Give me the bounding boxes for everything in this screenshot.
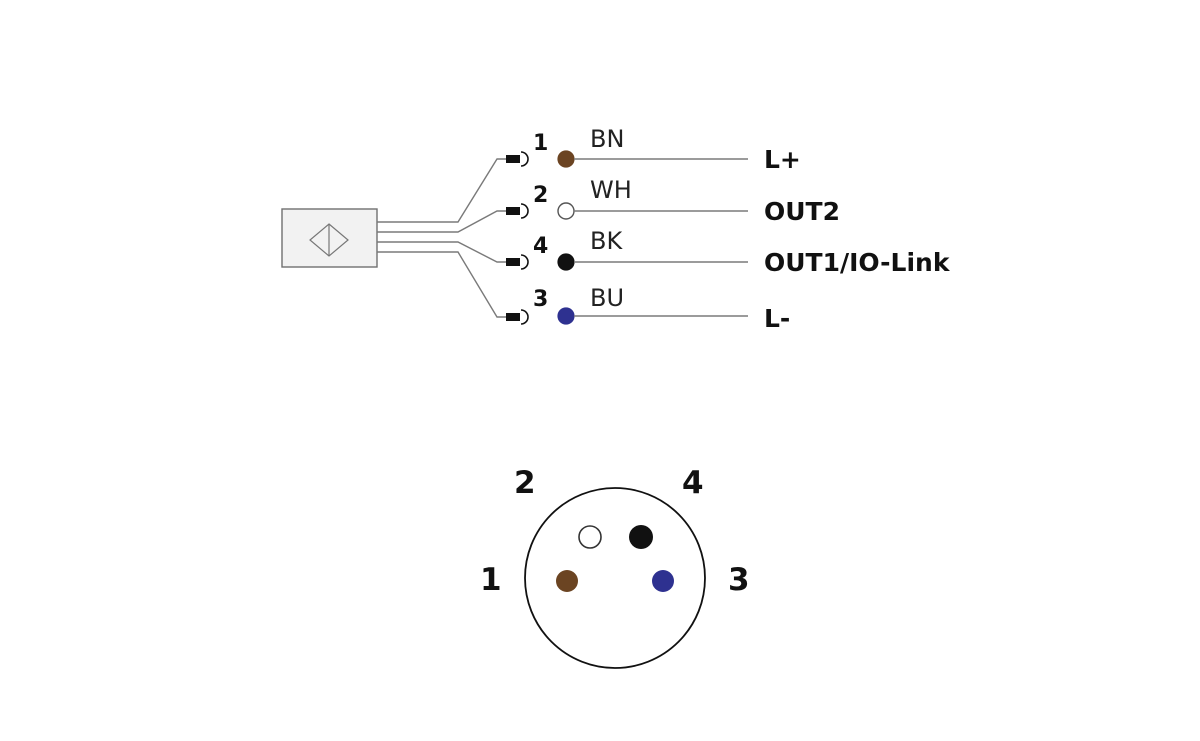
connector-pin-1: [556, 570, 578, 592]
connector-pin-4: [629, 525, 653, 549]
wire-signal-label: OUT2: [764, 197, 840, 226]
connector-pin-label-4: 4: [682, 465, 704, 501]
wire-signal-label: OUT1/IO-Link: [764, 248, 951, 277]
connector-pin-label-1: 1: [480, 562, 502, 598]
wire-row-2: 2 WH OUT2: [506, 176, 840, 226]
wire-color-code: BK: [590, 227, 623, 255]
connector-outline: [524, 487, 706, 669]
wire-color-code: BN: [590, 125, 624, 153]
connector-pin-label-2: 2: [514, 465, 536, 501]
wire-color-dot-brown: [557, 150, 575, 168]
wire-pin-number: 1: [533, 131, 548, 156]
wire-color-dot-white: [557, 202, 575, 220]
plug-icon: [506, 309, 529, 325]
sensor-body: [281, 208, 378, 268]
wire-pin-number: 2: [533, 183, 548, 208]
wire-color-dot-black: [557, 253, 575, 271]
connector-face: 1 2 4 3: [480, 465, 750, 669]
wire-row-4: 3 BU L-: [506, 284, 790, 333]
plug-icon: [506, 254, 529, 270]
wire-pin-number: 4: [533, 234, 548, 259]
wire-signal-label: L-: [764, 304, 790, 333]
wire-pin-number: 3: [533, 287, 548, 312]
connector-pin-2: [578, 525, 602, 549]
plug-icon: [506, 151, 529, 167]
plug-icon: [506, 203, 529, 219]
wire-color-code: BU: [590, 284, 624, 312]
connector-pin-3: [652, 570, 674, 592]
cable-bundle: [377, 158, 506, 318]
inductive-sensor-diamond-icon: [309, 223, 349, 257]
wire-row-3: 4 BK OUT1/IO-Link: [506, 227, 951, 277]
wire-signal-label: L+: [764, 145, 801, 174]
wire-color-code: WH: [590, 176, 632, 204]
wire-row-1: 1 BN L+: [506, 125, 801, 174]
connector-pin-label-3: 3: [728, 562, 750, 598]
wire-color-dot-blue: [557, 307, 575, 325]
